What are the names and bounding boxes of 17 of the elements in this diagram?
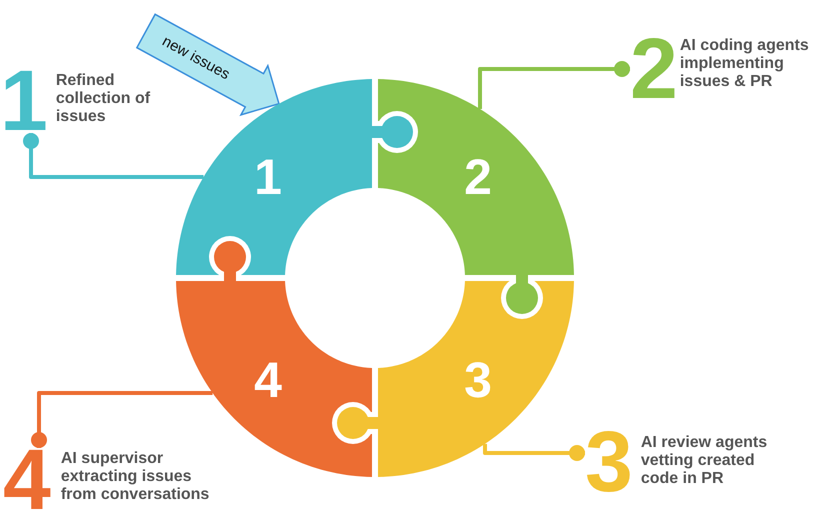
step-description: Refined collection of issues xyxy=(56,72,152,126)
step-number: 4 xyxy=(3,448,51,512)
piece-number: 1 xyxy=(254,158,282,196)
piece-number: 3 xyxy=(464,361,492,399)
piece-number: 2 xyxy=(464,158,492,196)
leader-line xyxy=(31,391,213,448)
block-arrow xyxy=(136,13,280,116)
leader-line xyxy=(23,133,204,179)
leader-line xyxy=(483,444,585,461)
step-number: 2 xyxy=(630,37,678,101)
step-number: 3 xyxy=(585,430,633,494)
step-description: AI supervisor extracting issues from conversations xyxy=(60,450,210,504)
step-description: AI coding agents implementing issues & PR xyxy=(680,37,810,91)
step-number: 1 xyxy=(0,69,48,133)
piece-number: 4 xyxy=(254,361,282,399)
step-description: AI review agents vetting created code in PR xyxy=(640,434,768,488)
leader-line xyxy=(478,61,630,109)
